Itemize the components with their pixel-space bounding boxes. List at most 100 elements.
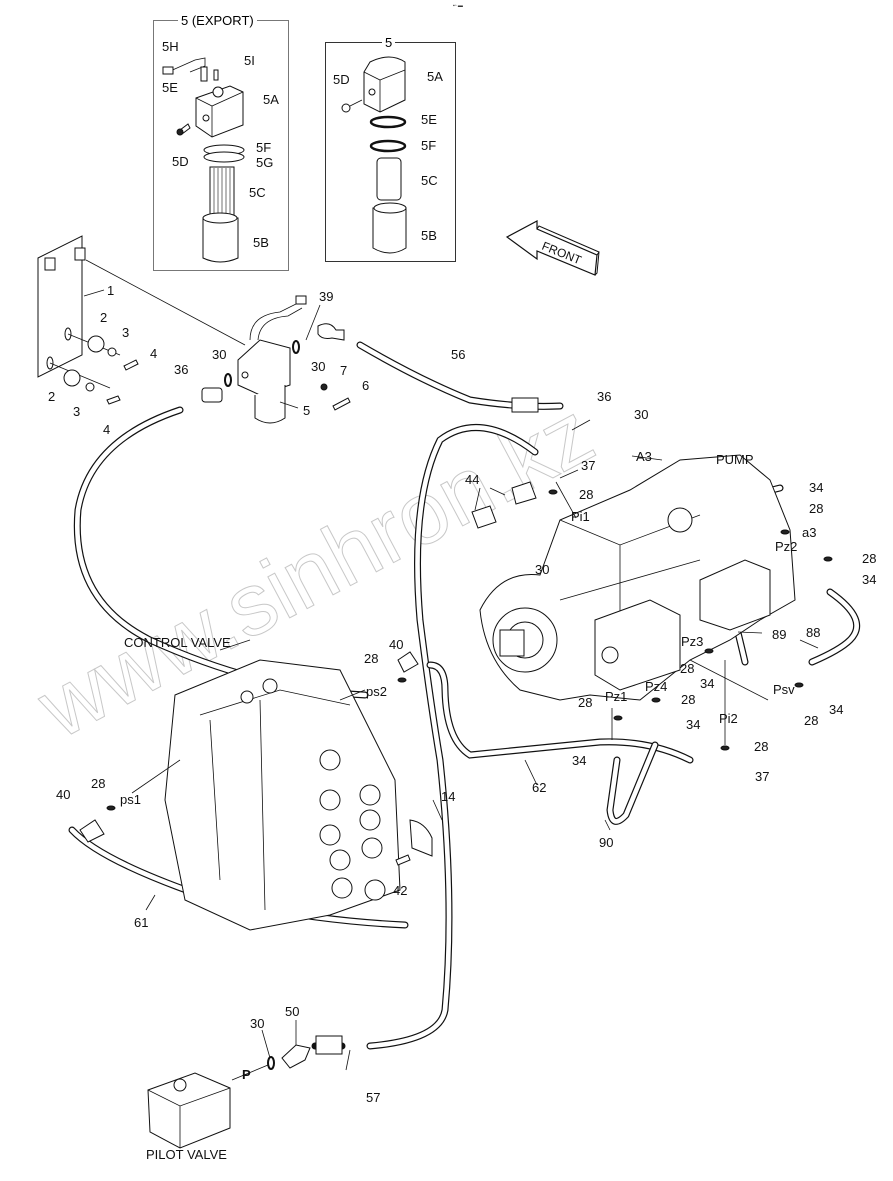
callout-std-5c: 5C — [421, 173, 438, 188]
callout-14: 14 — [441, 789, 456, 804]
bowl-5b-std — [372, 207, 407, 254]
callout-30b: 30 — [311, 359, 326, 374]
callout-30e: 30 — [250, 1016, 265, 1031]
port-p: P — [242, 1067, 251, 1082]
inset-export-title: 5 (EXPORT) — [178, 13, 257, 28]
callout-std-5d: 5D — [333, 72, 350, 87]
callout-5h: 5H — [162, 39, 179, 54]
front-arrow-icon: FRONT — [505, 220, 600, 276]
callout-28h: 28 — [754, 739, 769, 754]
callout-4a: 4 — [150, 346, 158, 361]
pilot-valve-body — [147, 1044, 311, 1149]
fittings — [79, 481, 833, 843]
component-control-valve-label: CONTROL VALVE — [124, 635, 231, 650]
bolt-5d-std — [341, 103, 351, 113]
port-a3-upper: A3 — [636, 449, 652, 464]
callout-36b: 36 — [597, 389, 612, 404]
callout-5e: 5E — [162, 80, 178, 95]
callout-2a: 2 — [100, 310, 108, 325]
callout-28d: 28 — [680, 661, 695, 676]
inset-standard-title: 5 — [382, 35, 396, 50]
callout-34d: 34 — [829, 702, 844, 717]
callout-5b: 5B — [253, 235, 269, 250]
callout-37b: 37 — [755, 769, 770, 784]
inset-standard-parts — [341, 56, 407, 254]
callout-30c: 30 — [634, 407, 649, 422]
callout-30a: 30 — [212, 347, 227, 362]
callout-89: 89 — [772, 627, 787, 642]
inset-export-parts — [162, 57, 245, 263]
port-pz3: Pz3 — [681, 634, 704, 649]
callout-28a: 28 — [579, 487, 594, 502]
callout-5d: 5D — [172, 154, 189, 169]
callout-6: 6 — [362, 378, 370, 393]
clamp-14 — [409, 819, 433, 857]
callout-34c: 34 — [700, 676, 715, 691]
callout-5i: 5I — [244, 53, 255, 68]
callout-34a: 34 — [809, 480, 824, 495]
port-pi1: Pi1 — [571, 509, 590, 524]
callout-56: 56 — [451, 347, 466, 362]
callout-39: 39 — [319, 289, 334, 304]
callout-2b: 2 — [48, 389, 56, 404]
callout-5c: 5C — [249, 185, 266, 200]
port-ps1: ps1 — [120, 792, 141, 807]
filter-assembly — [201, 295, 351, 424]
callout-62: 62 — [532, 780, 547, 795]
header-mark: ▪▫ ▬ — [453, 3, 463, 9]
inset-export-box: 5 (EXPORT) — [153, 13, 289, 271]
callout-std-5e: 5E — [421, 112, 437, 127]
callout-34e: 34 — [686, 717, 701, 732]
callout-28b: 28 — [809, 501, 824, 516]
callout-5g: 5G — [256, 155, 274, 170]
callout-36a: 36 — [174, 362, 189, 377]
callout-1: 1 — [107, 283, 115, 298]
component-pump-label: PUMP — [716, 452, 754, 467]
port-pz1: Pz1 — [605, 689, 628, 704]
callout-3b: 3 — [73, 404, 81, 419]
filter-head-5a — [195, 85, 244, 138]
callout-3a: 3 — [122, 325, 130, 340]
port-pz4: Pz4 — [645, 679, 668, 694]
callout-88: 88 — [806, 625, 821, 640]
oring-5g — [203, 151, 245, 163]
callout-61: 61 — [134, 915, 149, 930]
callout-5a: 5A — [263, 92, 279, 107]
callout-34f: 34 — [572, 753, 587, 768]
callout-7: 7 — [340, 363, 348, 378]
callout-4b: 4 — [103, 422, 111, 437]
inset-standard-box: 5 — [325, 35, 456, 262]
callout-34b: 34 — [862, 572, 877, 587]
callout-28c: 28 — [862, 551, 877, 566]
callout-5: 5 — [303, 403, 311, 418]
pump-body — [479, 454, 796, 701]
port-a3-lower: a3 — [802, 525, 817, 540]
callout-5f: 5F — [256, 140, 272, 155]
callout-28f: 28 — [681, 692, 696, 707]
callout-28j: 28 — [91, 776, 106, 791]
oring-5f-std — [369, 139, 407, 153]
callout-28i: 28 — [364, 651, 379, 666]
port-psv: Psv — [773, 682, 795, 697]
callout-30d: 30 — [535, 562, 550, 577]
callout-50: 50 — [285, 1004, 300, 1019]
callout-90: 90 — [599, 835, 614, 850]
component-pilot-valve-label: PILOT VALVE — [146, 1147, 227, 1162]
filter-head-5a-std — [363, 56, 406, 113]
callout-44: 44 — [465, 472, 480, 487]
callout-40b: 40 — [56, 787, 71, 802]
control-valve-body — [164, 659, 433, 931]
callout-28e: 28 — [804, 713, 819, 728]
bowl-5b — [202, 217, 239, 263]
callout-57: 57 — [366, 1090, 381, 1105]
oring-5e-std — [369, 115, 407, 129]
port-ps2: ps2 — [366, 684, 387, 699]
port-pz2: Pz2 — [775, 539, 798, 554]
callout-28g: 28 — [578, 695, 593, 710]
callout-42: 42 — [393, 883, 408, 898]
connector-5h — [162, 66, 174, 75]
callout-37a: 37 — [581, 458, 596, 473]
callout-std-5b: 5B — [421, 228, 437, 243]
callout-std-5a: 5A — [427, 69, 443, 84]
